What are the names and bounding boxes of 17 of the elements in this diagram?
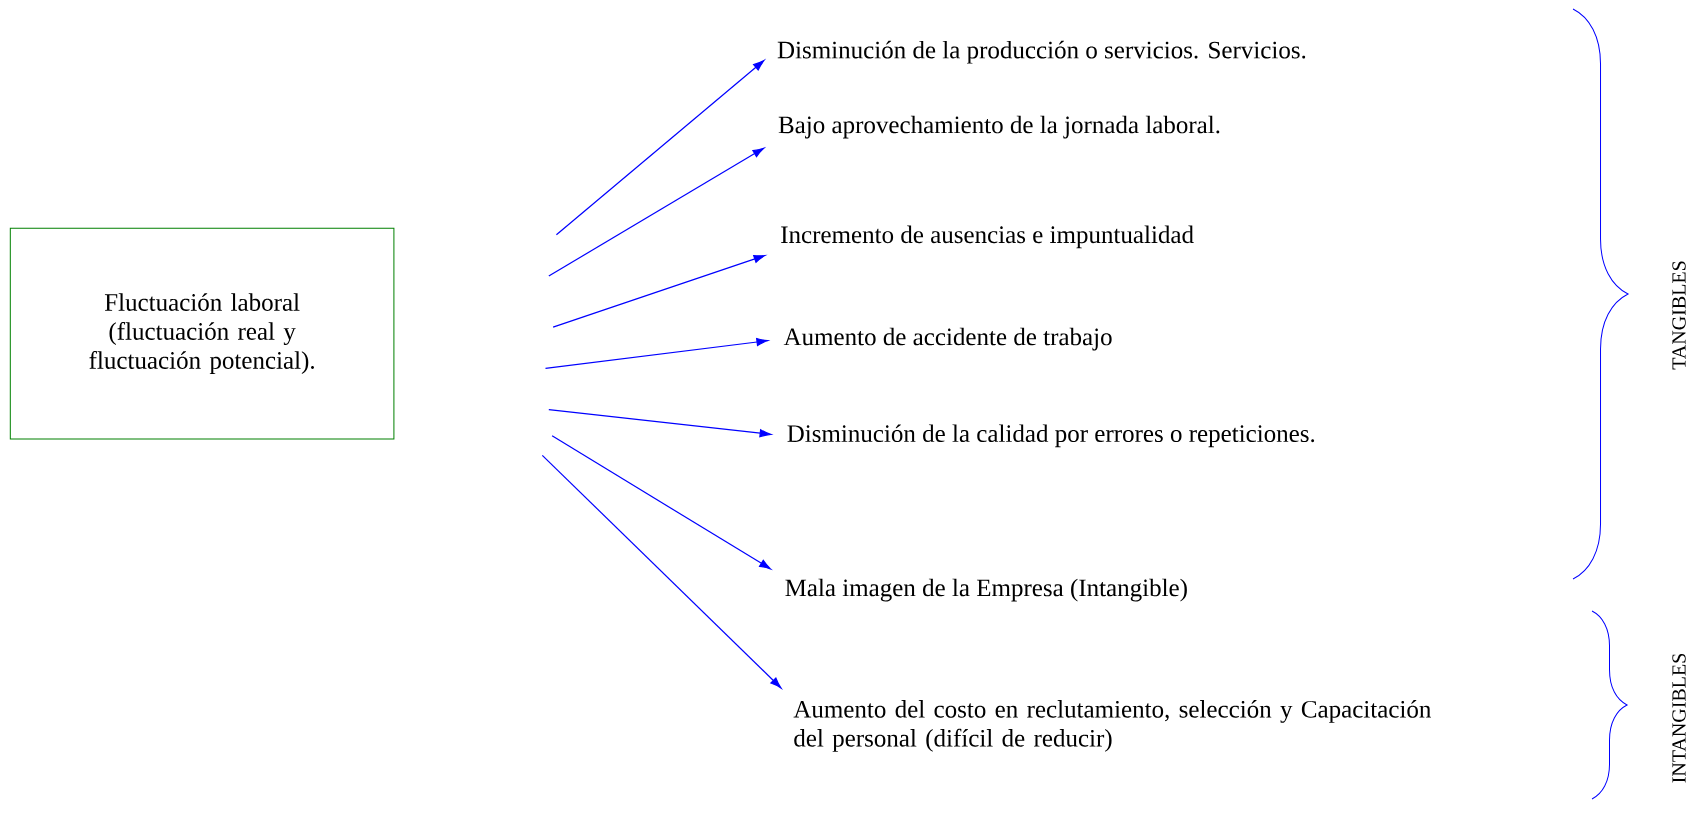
arrow: [544, 337, 769, 369]
effect-text: Mala imagen de la Empresa (Intangible): [785, 578, 1187, 602]
arrow: [551, 435, 772, 570]
arrow: [548, 409, 772, 438]
arrow: [541, 454, 782, 689]
effect-text: Disminución de la producción o servicios. Servicios.: [777, 40, 1306, 64]
effect-text: Disminución de la calidad por errores o repeticiones.: [787, 424, 1315, 448]
effect-text: Incremento de ausencias e impuntualidad: [781, 225, 1194, 249]
arrow: [552, 254, 766, 328]
group-label: TANGIBLES: [1672, 261, 1686, 370]
arrow: [548, 147, 765, 277]
group-label: INTANGIBLES: [1672, 653, 1686, 783]
effect-text: Bajo aprovechamiento de la jornada laboral.: [778, 115, 1220, 139]
arrow: [555, 59, 765, 236]
effect-text: Aumento de accidente de trabajo: [783, 327, 1112, 351]
process-box: Fluctuación laboral (fluctuación real y fluctuación potencial).: [9, 227, 395, 440]
effect-text: Aumento del costo en reclutamiento, selección y Capacitación del personal (difícil de reducir): [793, 700, 1431, 752]
